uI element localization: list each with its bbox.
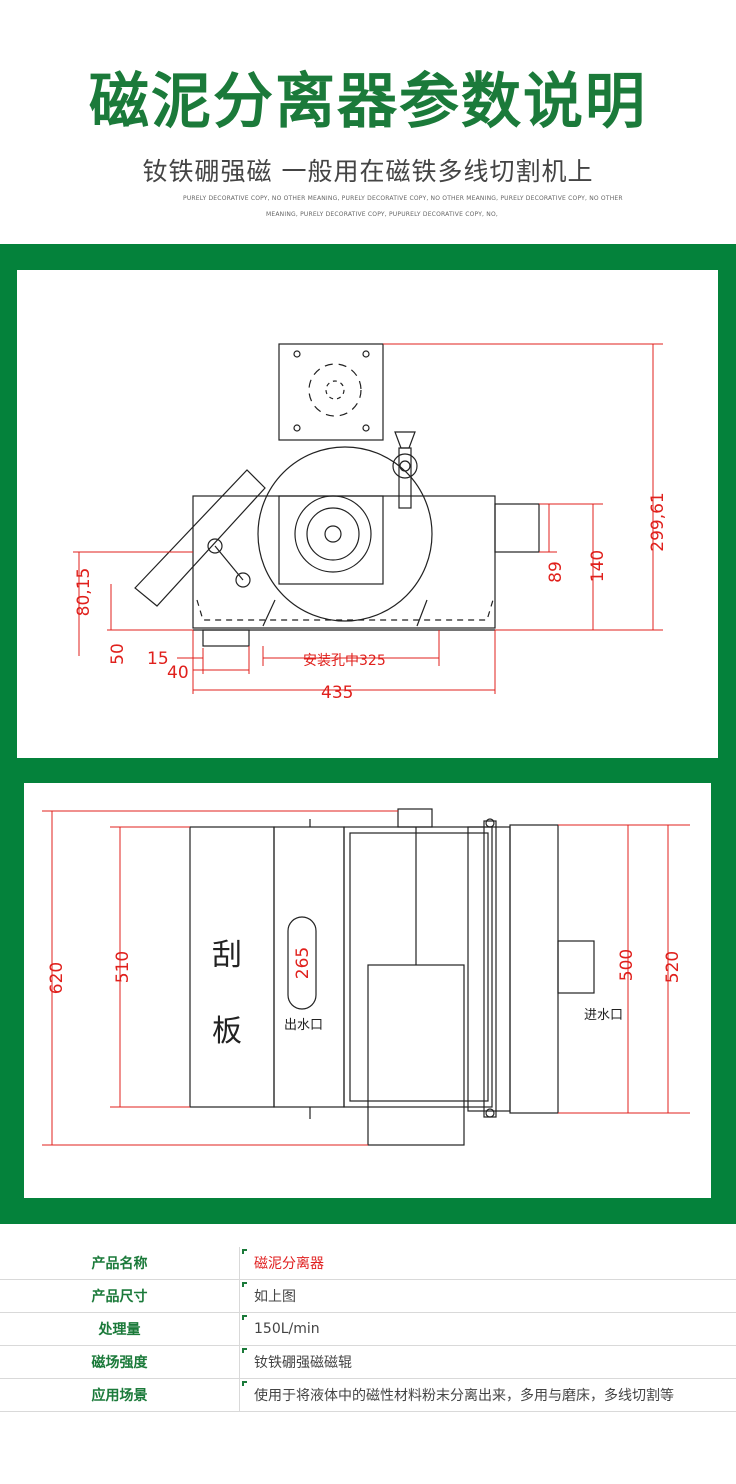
label-scraper-2: 板 [212, 1014, 242, 1049]
dim-15: 15 [147, 649, 169, 669]
spec-key: 磁场强度 [0, 1345, 240, 1379]
table-row: 产品名称 磁泥分离器 [0, 1247, 736, 1280]
dim-435: 435 [321, 683, 353, 703]
spec-key: 产品尺寸 [0, 1279, 240, 1313]
spec-value: 钕铁硼强磁磁辊 [239, 1345, 736, 1379]
dim-mount-hole-325: 安装孔中325 [303, 653, 386, 669]
top-view-drawing: 620 510 265 500 520 刮 板 出水口 进水口 [42, 808, 690, 1146]
spec-table: 产品名称 磁泥分离器 产品尺寸 如上图 处理量 150L/min 磁场强度 钕铁… [0, 1247, 736, 1412]
side-view-drawing: 299,61 140 89 80,15 50 15 40 安装孔中325 435 [73, 343, 668, 703]
dim-50: 50 [108, 643, 128, 665]
dim-510: 510 [113, 951, 133, 983]
label-scraper-1: 刮 [212, 938, 242, 973]
dim-89: 89 [546, 561, 566, 583]
label-water-outlet: 出水口 [284, 1018, 323, 1033]
side-view-panel: 299,61 140 89 80,15 50 15 40 安装孔中325 435 [17, 270, 718, 758]
page-title: 磁泥分离器参数说明 [89, 67, 647, 137]
table-row: 产品尺寸 如上图 [0, 1279, 736, 1313]
dim-total-height: 299,61 [648, 492, 668, 551]
dim-140: 140 [588, 550, 608, 582]
spec-key: 处理量 [0, 1312, 240, 1346]
top-view-panel: 620 510 265 500 520 刮 板 出水口 进水口 [24, 783, 711, 1198]
dim-80-15: 80,15 [74, 568, 94, 617]
spec-key: 应用场景 [0, 1378, 240, 1412]
dim-520: 520 [663, 951, 683, 983]
page-subtitle: 钕铁硼强磁 一般用在磁铁多线切割机上 [142, 157, 594, 186]
table-row: 磁场强度 钕铁硼强磁磁辊 [0, 1345, 736, 1379]
label-water-inlet: 进水口 [584, 1008, 623, 1023]
spec-key: 产品名称 [0, 1247, 240, 1280]
dim-620: 620 [47, 962, 67, 994]
spec-value: 使用于将液体中的磁性材料粉末分离出来，多用与磨床，多线切割等 [239, 1378, 736, 1412]
decorative-copy-line-1: PURELY DECORATIVE COPY, NO OTHER MEANING… [183, 195, 623, 202]
table-row: 应用场景 使用于将液体中的磁性材料粉末分离出来，多用与磨床，多线切割等 [0, 1378, 736, 1412]
spec-value: 150L/min [239, 1312, 736, 1346]
dim-40: 40 [167, 663, 189, 683]
spec-value: 磁泥分离器 [239, 1247, 736, 1280]
spec-value: 如上图 [239, 1279, 736, 1313]
table-row: 处理量 150L/min [0, 1312, 736, 1346]
decorative-copy-line-2: MEANING, PURELY DECORATIVE COPY, PUPUREL… [266, 211, 498, 218]
dim-500: 500 [617, 949, 637, 981]
dim-265: 265 [293, 947, 313, 979]
